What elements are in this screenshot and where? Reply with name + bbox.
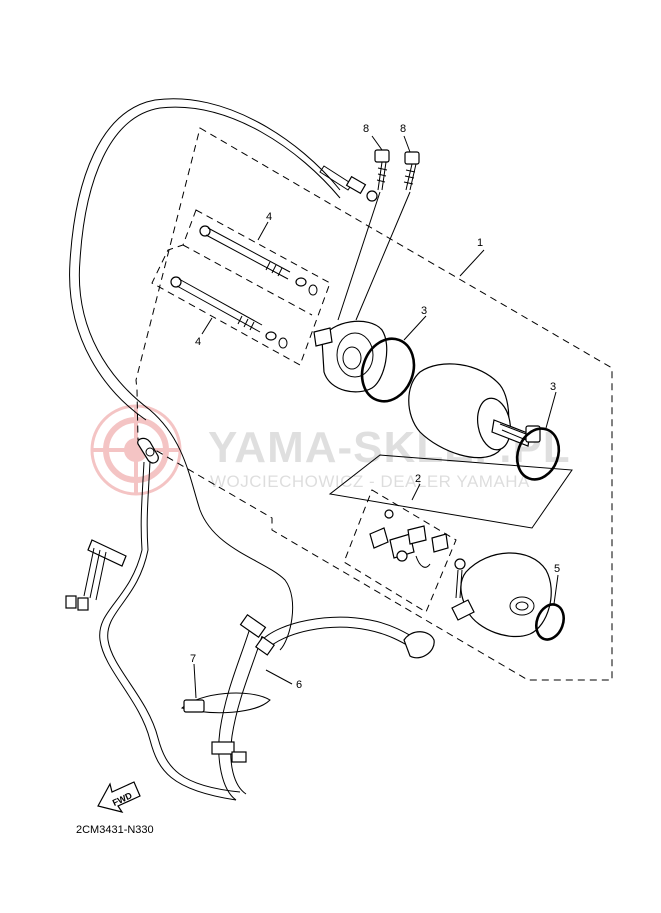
starter-rear-cover <box>451 552 552 638</box>
leader-1 <box>459 249 485 277</box>
wire-harness-loop <box>78 106 341 651</box>
callout-6: 6 <box>296 679 302 691</box>
leader-3-right <box>545 391 557 429</box>
callout-8-right: 8 <box>400 123 406 135</box>
callout-7: 7 <box>190 653 196 665</box>
bolt-8-line-right <box>355 191 411 321</box>
left-wiring-harness <box>65 437 241 801</box>
brush-kit-outline <box>343 489 457 613</box>
leader-2 <box>411 483 421 501</box>
fwd-arrow-icon: FWD <box>97 781 141 813</box>
leader-5 <box>553 574 559 605</box>
callout-3-right: 3 <box>550 381 556 393</box>
diagram-code: 2CM3431-N330 <box>76 824 154 836</box>
leader-3-left <box>403 315 427 341</box>
leader-8-right <box>403 135 411 153</box>
o-ring-3-left <box>360 337 416 403</box>
starter-front-cover <box>313 320 388 393</box>
long-bolt-upper <box>199 225 318 296</box>
callout-1: 1 <box>477 237 483 249</box>
callout-4-lower: 4 <box>195 336 201 348</box>
leader-7 <box>193 663 197 699</box>
o-ring-3-right <box>515 427 561 481</box>
leader-8-left <box>371 135 383 151</box>
watermark-subtitle: WOJCIECHOWICZ - DEALER YAMAHA <box>210 472 530 491</box>
callout-2: 2 <box>415 473 421 485</box>
watermark-logo <box>90 404 182 496</box>
o-ring-5 <box>535 603 565 641</box>
callout-4-upper: 4 <box>266 211 272 223</box>
ground-lug-top <box>319 165 378 202</box>
callout-8-left: 8 <box>363 123 369 135</box>
bolt-8-left <box>374 149 390 191</box>
leader-6 <box>265 669 293 685</box>
brush-kit-panel <box>328 454 573 529</box>
starter-motor-yoke <box>408 363 541 459</box>
bolt-8-line-left <box>337 191 381 321</box>
long-bolt-lower <box>170 276 288 349</box>
bolt-kit-divider <box>182 244 313 316</box>
callout-3-left: 3 <box>421 305 427 317</box>
leader-4-lower <box>201 317 213 335</box>
bolt-8-right <box>403 151 420 191</box>
leader-4-upper <box>257 221 269 241</box>
wire-harness-loop-inner <box>69 98 341 421</box>
starter-cable-6 <box>211 613 435 801</box>
brush-holder-set <box>369 509 449 568</box>
cable-tie-7 <box>180 692 271 714</box>
callout-5: 5 <box>554 563 560 575</box>
